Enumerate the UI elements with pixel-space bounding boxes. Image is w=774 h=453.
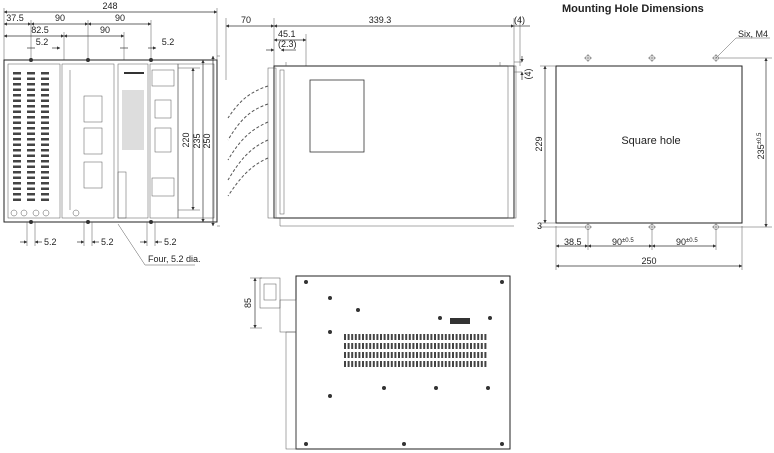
dim-45-1: 45.1 bbox=[278, 29, 296, 39]
dim-4-right: (4) bbox=[523, 68, 533, 79]
vent-grid bbox=[344, 334, 487, 367]
dim-90-c: 90 bbox=[100, 25, 110, 35]
terminal-block bbox=[13, 72, 49, 201]
mount-hole-icon bbox=[29, 220, 33, 224]
dim-90-b: 90 bbox=[115, 13, 125, 23]
square-hole-label: Square hole bbox=[621, 135, 680, 147]
mount-hole-icon bbox=[149, 220, 153, 224]
dim-2-3: (2.3) bbox=[278, 39, 297, 49]
dim-5-2-bot-c: 5.2 bbox=[164, 237, 177, 247]
six-m4-label: Six, M4 bbox=[738, 29, 768, 39]
dim-235: 235 bbox=[192, 133, 202, 148]
dim-339-3: 339.3 bbox=[369, 15, 392, 25]
dim-70: 70 bbox=[241, 15, 251, 25]
dim-85: 85 bbox=[243, 298, 253, 308]
dim-5-2-bot-a: 5.2 bbox=[44, 237, 57, 247]
dim-overall-width: 248 bbox=[102, 1, 117, 11]
side-view: 70 339.3 (4) 45.1 (2.3) (4) bbox=[225, 15, 533, 227]
dim-250: 250 bbox=[202, 133, 212, 148]
mount-hole-icon bbox=[149, 58, 153, 62]
mounting-hole-panel: Mounting Hole Dimensions Six, M4 Square … bbox=[534, 3, 772, 270]
mount-hole-icon bbox=[584, 54, 720, 231]
dim-82-5: 82.5 bbox=[31, 25, 49, 35]
dim-5-2-top-b: 5.2 bbox=[162, 37, 175, 47]
mounting-title: Mounting Hole Dimensions bbox=[562, 3, 704, 15]
bottom-view: 85 bbox=[243, 275, 511, 450]
front-view: 248 37.5 90 90 82.5 90 5.2 5.2 bbox=[3, 1, 220, 266]
mount-hole-icon bbox=[29, 58, 33, 62]
dim-90-mount-a: 90±0.5 bbox=[612, 237, 634, 247]
dim-37-5: 37.5 bbox=[6, 13, 24, 23]
mount-hole-icon bbox=[86, 58, 90, 62]
dim-4-top: (4) bbox=[514, 15, 525, 25]
dim-229: 229 bbox=[534, 136, 544, 151]
dim-5-2-top-a: 5.2 bbox=[36, 37, 49, 47]
dim-220: 220 bbox=[181, 132, 191, 147]
dim-5-2-bot-b: 5.2 bbox=[101, 237, 114, 247]
dim-3: 3 bbox=[537, 221, 542, 231]
dim-250-mount: 250 bbox=[641, 256, 656, 266]
holes-note: Four, 5.2 dia. bbox=[148, 254, 201, 264]
dim-235-mount: 235±0.5 bbox=[756, 132, 766, 159]
dim-90-mount-b: 90±0.5 bbox=[676, 237, 698, 247]
dim-38-5: 38.5 bbox=[564, 237, 582, 247]
mount-hole-icon bbox=[86, 220, 90, 224]
dim-90-a: 90 bbox=[55, 13, 65, 23]
